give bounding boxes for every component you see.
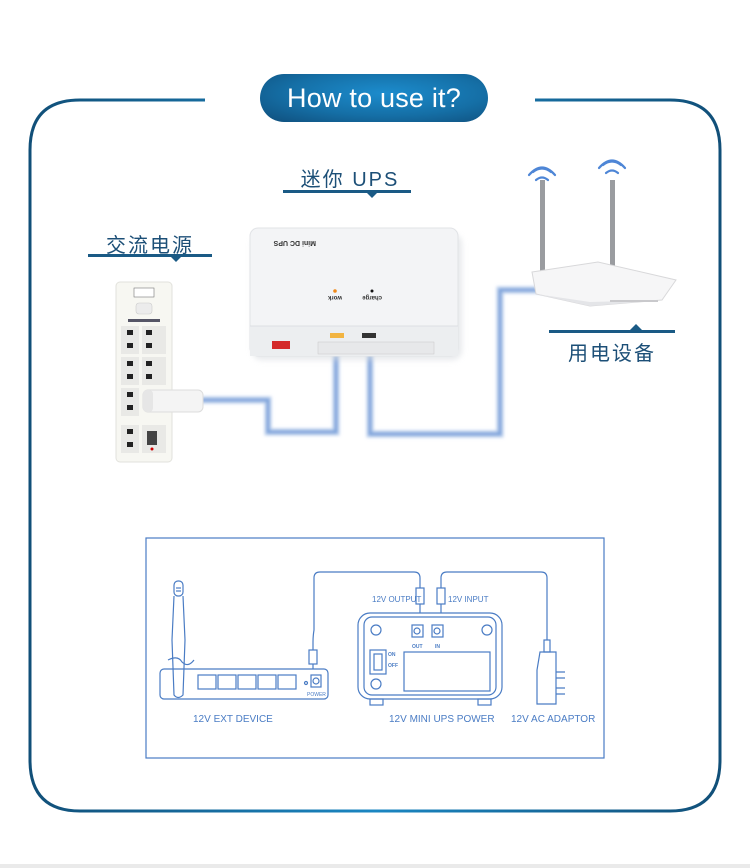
wifi-icon-left <box>527 166 557 182</box>
in-port-label: IN <box>435 644 440 650</box>
input-label: 12V INPUT <box>448 595 489 604</box>
output-label: 12V OUTPUT <box>372 595 421 604</box>
ups-label: 12V MINI UPS POWER <box>389 714 495 725</box>
label-mini-ups-pointer <box>366 192 378 198</box>
antenna-right <box>610 180 615 280</box>
out-port-label: OUT <box>412 644 423 650</box>
mini-ups-schematic <box>357 571 548 706</box>
label-mini-ups-underline <box>283 190 411 193</box>
work-led-label: work <box>327 294 343 300</box>
label-device-underline <box>549 330 675 333</box>
wiring-diagram-border <box>145 537 605 759</box>
ext-device-router <box>159 571 421 700</box>
usage-illustration: Mini DC UPS work charge <box>115 159 677 463</box>
label-mini-ups: 迷你 UPS <box>300 169 400 191</box>
label-ac-power-underline <box>88 254 212 257</box>
wifi-router <box>527 159 677 307</box>
antenna-left <box>540 180 545 288</box>
power-port-label: POWER <box>307 692 326 698</box>
switch-on-label: ON <box>388 652 396 658</box>
charge-led <box>370 289 374 293</box>
mini-ups-device: Mini DC UPS work charge <box>249 227 462 360</box>
bottom-strip <box>0 864 750 868</box>
label-device: 用电设备 <box>568 343 656 365</box>
ext-device-label: 12V EXT DEVICE <box>193 714 273 725</box>
cable-ups-to-router <box>366 286 560 438</box>
wifi-icon-right <box>597 159 627 175</box>
ups-brand-text: Mini DC UPS <box>273 239 316 246</box>
charge-led-label: charge <box>362 294 382 300</box>
switch-off-label: OFF <box>388 663 398 669</box>
ac-adaptor <box>536 639 565 705</box>
title-button: How to use it? <box>260 74 488 122</box>
power-switch <box>272 341 290 349</box>
title-text: How to use it? <box>287 82 461 113</box>
cable-ac-to-ups <box>160 335 340 436</box>
work-led <box>333 289 337 293</box>
frame-top-left <box>28 98 722 813</box>
adaptor-label: 12V AC ADAPTOR <box>511 714 595 725</box>
label-ac-power: 交流电源 <box>106 235 194 257</box>
power-strip <box>115 281 204 463</box>
label-ac-power-pointer <box>170 256 182 262</box>
label-device-pointer <box>630 324 642 330</box>
